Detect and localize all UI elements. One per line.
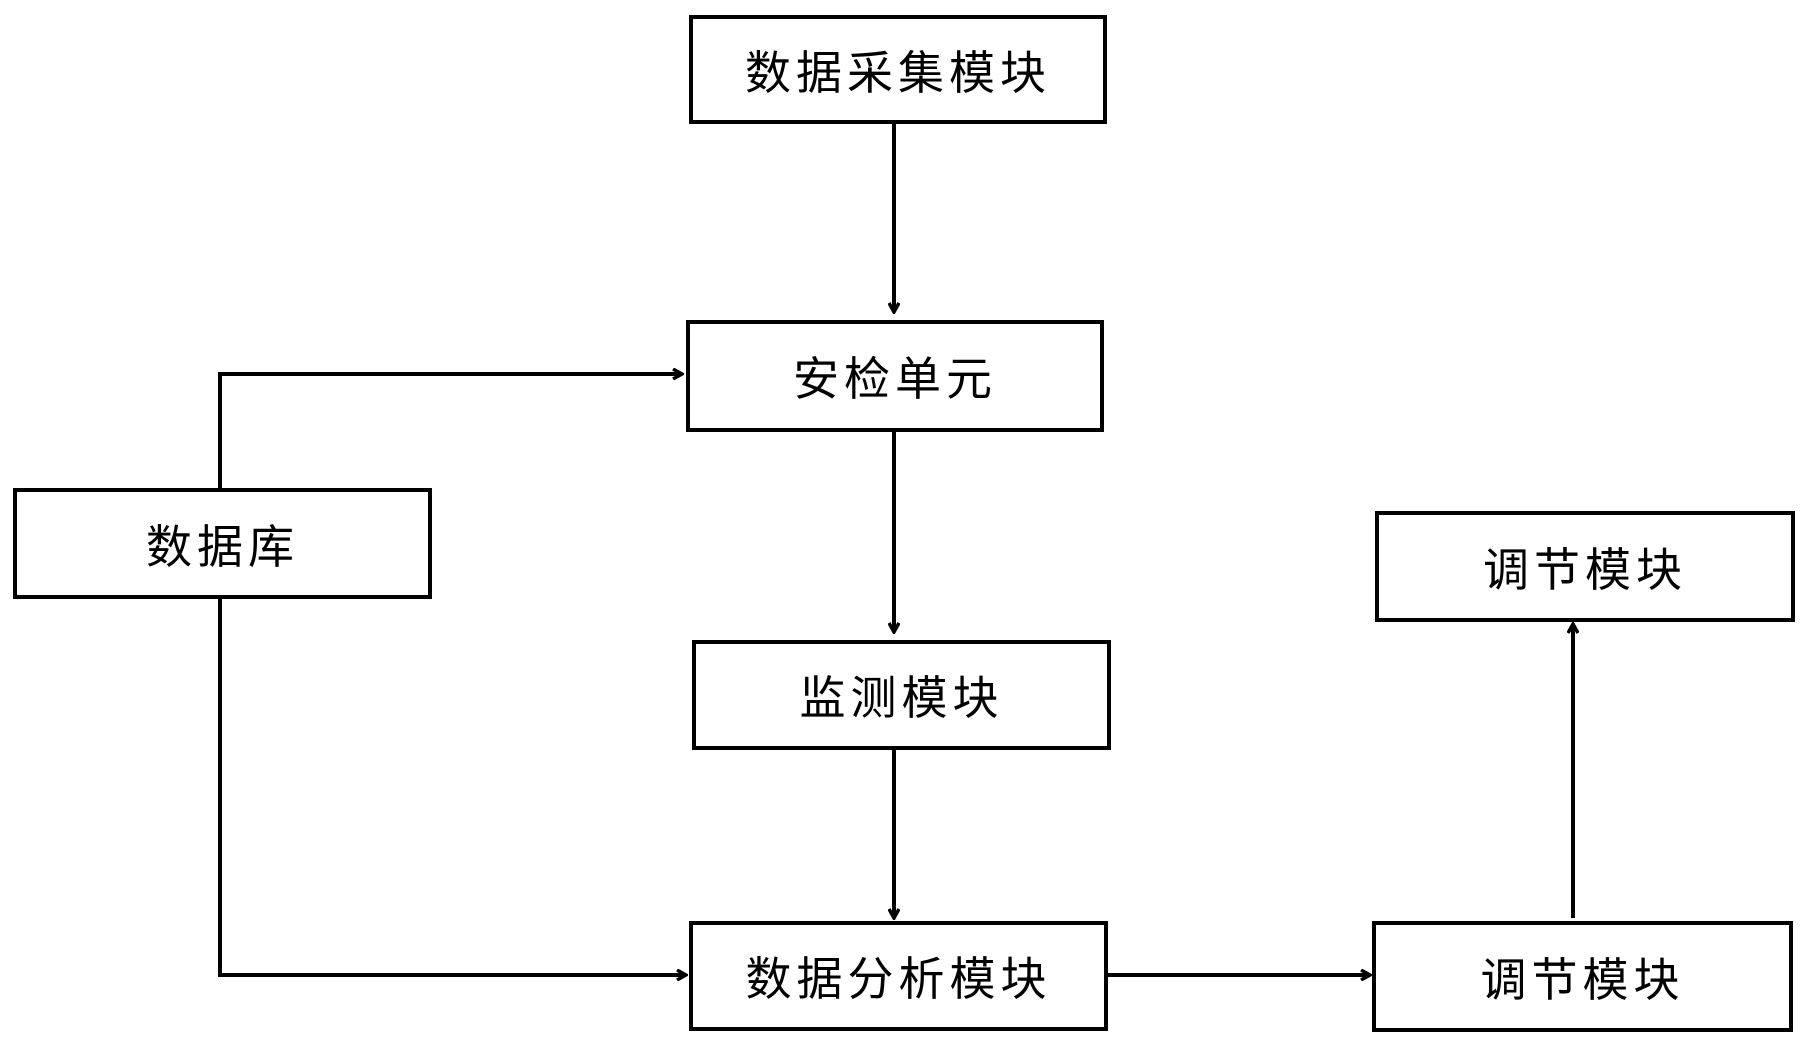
node-label: 数据分析模块 (745, 952, 1052, 1006)
node-adjust-upper: 调节模块 (1375, 511, 1795, 622)
node-data-collection: 数据采集模块 (689, 15, 1107, 124)
node-label: 安检单元 (793, 352, 997, 406)
node-data-analysis: 数据分析模块 (689, 921, 1108, 1031)
node-label: 监测模块 (799, 671, 1004, 725)
node-label: 调节模块 (1480, 952, 1685, 1007)
node-database: 数据库 (13, 488, 432, 599)
node-label: 数据采集模块 (745, 45, 1051, 100)
node-monitoring: 监测模块 (692, 640, 1111, 750)
node-label: 数据库 (146, 519, 299, 574)
node-adjust-lower: 调节模块 (1372, 921, 1793, 1032)
arrow-database-to-security (218, 374, 682, 490)
node-label: 调节模块 (1483, 542, 1687, 597)
node-security-check: 安检单元 (686, 320, 1104, 432)
arrow-database-to-analysis (218, 598, 686, 975)
